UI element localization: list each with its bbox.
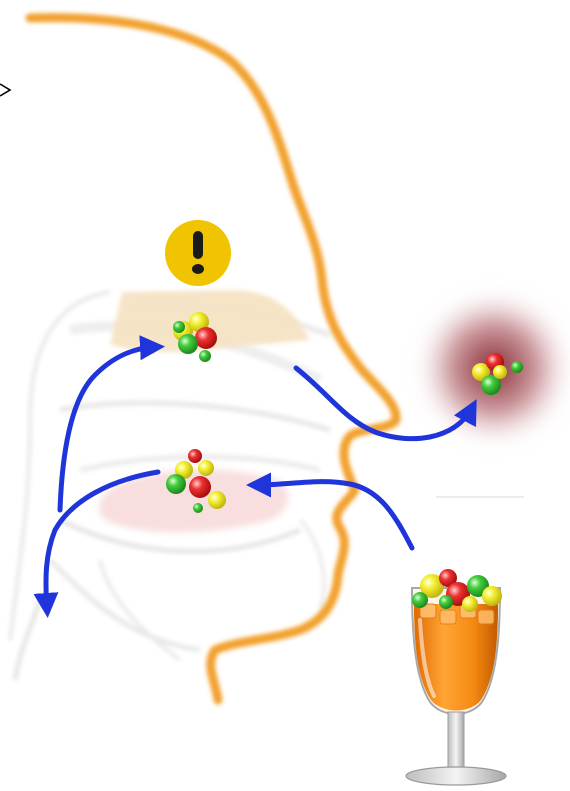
edge-arrow-mark	[0, 84, 10, 96]
glass-icon	[406, 569, 506, 785]
face-profile-outline	[30, 18, 396, 700]
alert-icon	[165, 220, 231, 286]
